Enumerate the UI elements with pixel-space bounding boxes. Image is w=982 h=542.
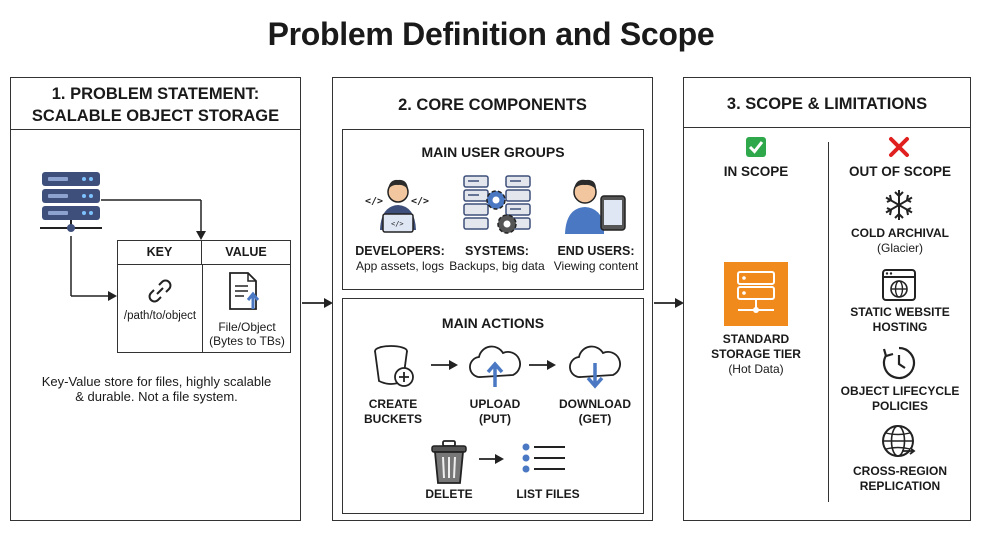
file-upload-icon xyxy=(229,272,260,310)
standard-tier-line3: (Hot Data) xyxy=(728,362,784,376)
download-line2: (GET) xyxy=(578,412,612,426)
website-globe-icon xyxy=(882,269,916,301)
value-file-line2: (Bytes to TBs) xyxy=(209,334,285,348)
cold-archival-line1: COLD ARCHIVAL xyxy=(851,226,949,240)
static-website-line2: HOSTING xyxy=(872,320,928,334)
problem-statement-panel: 1. PROBLEM STATEMENT: SCALABLE OBJECT ST… xyxy=(10,77,301,521)
svg-text:</>: </> xyxy=(411,196,429,207)
core-components-panel: 2. CORE COMPONENTS MAIN USER GROUPS </> … xyxy=(332,77,653,521)
scope-divider xyxy=(828,142,829,502)
main-actions-box: MAIN ACTIONS CREATE BUCKETS UPLOAD (PUT)… xyxy=(342,298,644,514)
create-buckets-line1: CREATE xyxy=(368,397,418,411)
list-icon xyxy=(522,443,565,473)
storage-tier-icon xyxy=(724,262,788,326)
cloud-upload-icon xyxy=(469,345,521,387)
developers-name: DEVELOPERS: xyxy=(355,244,445,258)
lifecycle-line1: OBJECT LIFECYCLE xyxy=(840,384,960,398)
create-buckets-line2: BUCKETS xyxy=(363,412,422,426)
cross-region-line1: CROSS-REGION xyxy=(852,464,947,478)
key-value-table: KEY VALUE /path/to/object File/Object (B… xyxy=(117,240,291,353)
out-of-scope-label: OUT OF SCOPE xyxy=(848,164,951,179)
end-users-name: END USERS: xyxy=(557,244,635,258)
cross-region-line2: REPLICATION xyxy=(859,479,941,493)
upload-line1: UPLOAD xyxy=(469,397,521,411)
problem-heading-line2: SCALABLE OBJECT STORAGE xyxy=(31,107,280,125)
list-files-label: LIST FILES xyxy=(516,487,580,501)
key-path-text: /path/to/object xyxy=(123,310,197,322)
download-line1: DOWNLOAD xyxy=(559,397,631,411)
upload-line2: (PUT) xyxy=(479,412,511,426)
problem-description-line1: Key-Value store for files, highly scalab… xyxy=(41,374,272,389)
standard-tier-line2: STORAGE TIER xyxy=(711,347,801,361)
cross-icon xyxy=(889,137,909,157)
systems-name: SYSTEMS: xyxy=(465,244,529,258)
user-groups-box: MAIN USER GROUPS </> </> </> DEVELOPERS:… xyxy=(342,129,644,290)
core-components-heading: 2. CORE COMPONENTS xyxy=(398,96,587,114)
delete-label: DELETE xyxy=(425,487,473,501)
cloud-download-icon xyxy=(569,345,621,389)
trash-icon xyxy=(431,440,467,484)
problem-statement-header: 1. PROBLEM STATEMENT: SCALABLE OBJECT ST… xyxy=(11,78,300,130)
snowflake-icon xyxy=(885,190,913,220)
value-file-line1: File/Object xyxy=(218,320,276,334)
end-user-tablet-icon xyxy=(565,179,626,234)
check-icon xyxy=(746,137,766,157)
scope-limitations-panel: 3. SCOPE & LIMITATIONS IN SCOPE STANDARD… xyxy=(683,77,971,521)
page-title: Problem Definition and Scope xyxy=(267,16,715,52)
in-scope-label: IN SCOPE xyxy=(723,164,789,179)
cross-region-globe-icon xyxy=(882,425,916,457)
lifecycle-clock-icon xyxy=(882,346,916,380)
problem-heading-line1: 1. PROBLEM STATEMENT: xyxy=(51,85,260,103)
server-to-table-connectors xyxy=(70,199,206,301)
link-icon xyxy=(148,279,172,303)
scope-heading: 3. SCOPE & LIMITATIONS xyxy=(726,95,928,113)
systems-servers-gear-icon xyxy=(463,175,531,234)
svg-text:</>: </> xyxy=(365,196,383,207)
lifecycle-line2: POLICIES xyxy=(871,399,928,413)
standard-tier-line1: STANDARD xyxy=(722,332,790,346)
svg-text:</>: </> xyxy=(391,220,404,228)
scope-header: 3. SCOPE & LIMITATIONS xyxy=(684,78,970,128)
action-flow-arrows xyxy=(431,360,556,464)
end-users-desc: Viewing content xyxy=(553,259,639,273)
developer-icon: </> </> </> xyxy=(365,179,429,233)
user-groups-title: MAIN USER GROUPS xyxy=(421,144,565,160)
static-website-line1: STATIC WEBSITE xyxy=(850,305,950,319)
systems-desc: Backups, big data xyxy=(449,259,545,273)
cold-archival-line2: (Glacier) xyxy=(876,241,923,255)
problem-description-line2: & durable. Not a file system. xyxy=(75,389,238,404)
value-column-header: VALUE xyxy=(202,241,290,265)
bucket-add-icon xyxy=(374,345,414,387)
main-actions-title: MAIN ACTIONS xyxy=(441,315,545,331)
key-column-header: KEY xyxy=(118,241,202,265)
developers-desc: App assets, logs xyxy=(355,259,445,273)
server-rack-icon xyxy=(40,172,102,232)
